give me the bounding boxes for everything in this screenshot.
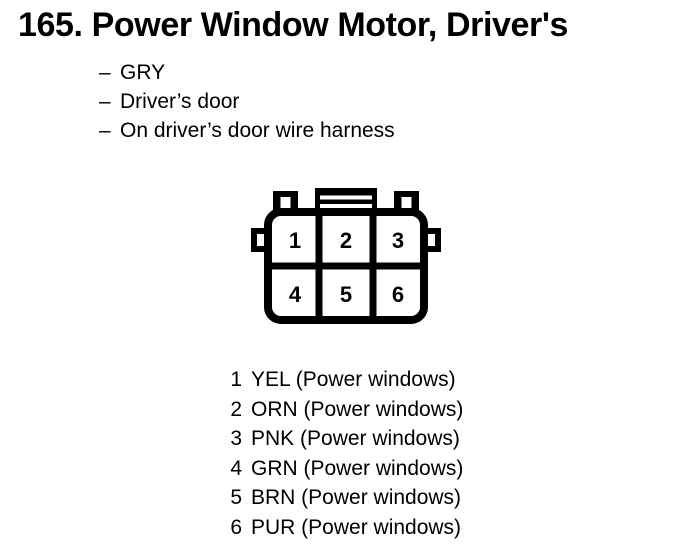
list-item: 5 BRN (Power windows) xyxy=(222,483,463,513)
list-item: 4 GRN (Power windows) xyxy=(222,454,463,484)
pin-number: 2 xyxy=(230,397,242,421)
cavity-label-6: 6 xyxy=(392,282,404,307)
connector-diagram: 1 2 3 4 5 6 xyxy=(246,186,456,326)
cavity-label-4: 4 xyxy=(289,282,302,307)
pin-description: PUR (Power windows) xyxy=(251,515,462,539)
dash-icon: – xyxy=(99,61,111,84)
pin-number: 1 xyxy=(230,368,242,391)
list-item-label: Driver’s door xyxy=(120,90,240,113)
pin-description: ORN (Power windows) xyxy=(251,397,464,421)
pin-number: 3 xyxy=(230,427,242,450)
pin-number: 6 xyxy=(230,515,242,539)
cavity-label-2: 2 xyxy=(340,228,352,253)
list-item: – On driver’s door wire harness xyxy=(99,116,395,145)
pin-description: YEL (Power windows) xyxy=(251,368,456,391)
list-item: 2 ORN (Power windows) xyxy=(222,395,463,425)
list-item: 6 PUR (Power windows) xyxy=(222,513,463,543)
connector-details-list: – GRY – Driver’s door – On driver’s door… xyxy=(99,58,395,145)
list-item-label: On driver’s door wire harness xyxy=(120,119,395,142)
pin-number: 4 xyxy=(230,456,242,480)
cavity-label-1: 1 xyxy=(289,228,301,253)
pin-number: 5 xyxy=(230,486,242,509)
page-title: 165. Power Window Motor, Driver's xyxy=(18,6,569,44)
cavity-label-5: 5 xyxy=(340,282,352,307)
pin-description: GRN (Power windows) xyxy=(251,456,464,480)
list-item-label: GRY xyxy=(120,61,166,84)
dash-icon: – xyxy=(99,90,111,113)
cavity-label-3: 3 xyxy=(392,228,404,253)
pin-description: PNK (Power windows) xyxy=(251,427,460,450)
dash-icon: – xyxy=(99,119,111,142)
pin-assignment-list: 1 YEL (Power windows) 2 ORN (Power windo… xyxy=(222,365,463,542)
list-item: 1 YEL (Power windows) xyxy=(222,365,463,395)
list-item: – GRY xyxy=(99,58,395,87)
list-item: – Driver’s door xyxy=(99,87,395,116)
list-item: 3 PNK (Power windows) xyxy=(222,424,463,454)
pin-description: BRN (Power windows) xyxy=(251,486,462,509)
